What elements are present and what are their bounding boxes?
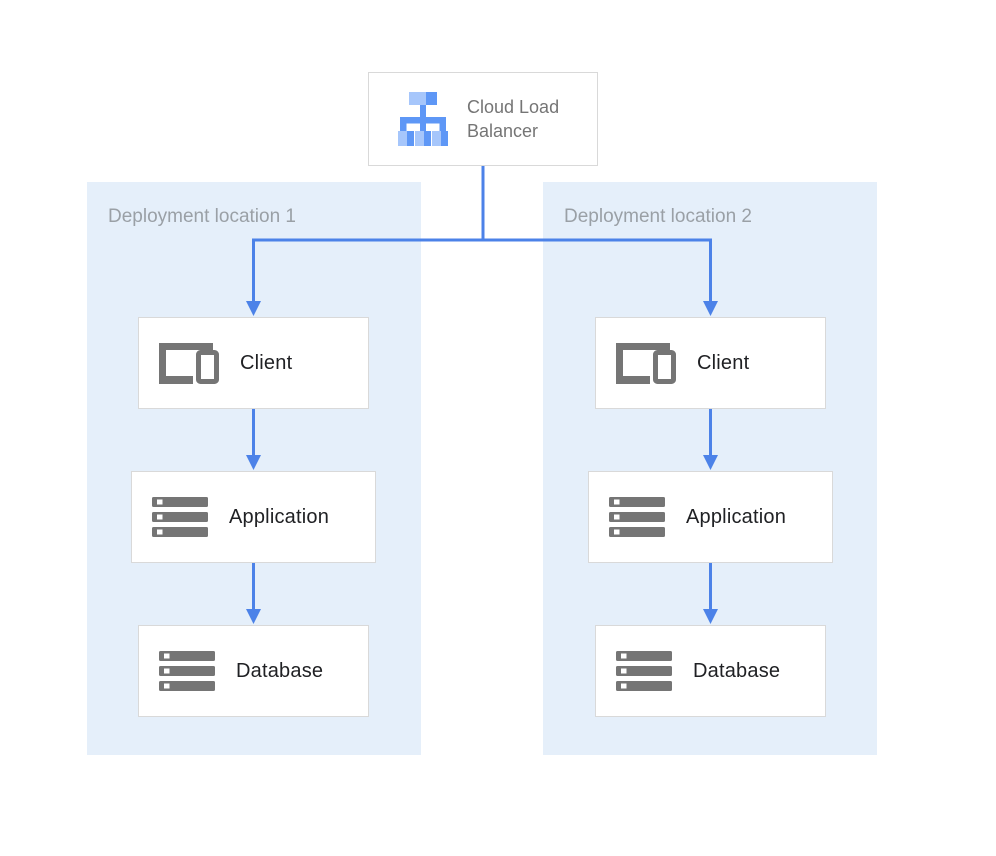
server-stack-icon	[616, 651, 672, 691]
node-label-application-2: Application	[686, 505, 787, 528]
deployment-panel-2-label: Deployment location 2	[564, 206, 752, 227]
load-balancer-box: Cloud Load Balancer	[368, 72, 598, 166]
client-devices-icon	[159, 343, 219, 384]
database-box-location-2: Database	[595, 625, 826, 717]
node-label-database-1: Database	[236, 659, 324, 682]
node-label-client-2: Client	[697, 351, 750, 374]
server-stack-icon	[159, 651, 215, 691]
load-balancer-icon	[398, 92, 448, 146]
client-devices-icon	[616, 343, 676, 384]
node-label-database-2: Database	[693, 659, 781, 682]
application-box-location-1: Application	[131, 471, 376, 563]
deployment-panel-1-label: Deployment location 1	[108, 206, 296, 227]
server-stack-icon	[609, 497, 665, 537]
client-box-location-2: Client	[595, 317, 826, 409]
database-box-location-1: Database	[138, 625, 369, 717]
node-label-client-1: Client	[240, 351, 293, 374]
application-box-location-2: Application	[588, 471, 833, 563]
client-box-location-1: Client	[138, 317, 369, 409]
server-stack-icon	[152, 497, 208, 537]
node-label-application-1: Application	[229, 505, 330, 528]
load-balancer-label: Cloud Load Balancer	[467, 97, 560, 141]
